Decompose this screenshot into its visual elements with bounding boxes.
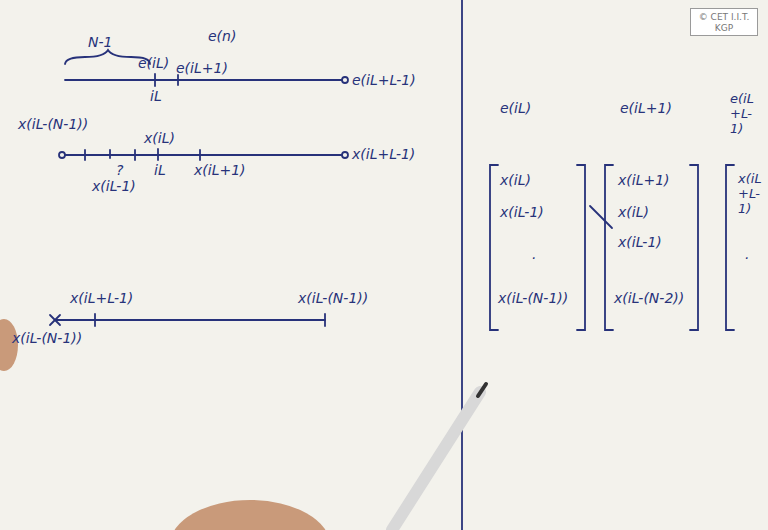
handwritten-label: x(iL+1) bbox=[618, 172, 670, 188]
handwritten-label: x(iL+1) bbox=[194, 162, 246, 178]
handwritten-label: x(iL) bbox=[618, 204, 649, 220]
handwritten-label: x(iL-1) bbox=[500, 204, 544, 220]
handwritten-label: x(iL) bbox=[500, 172, 531, 188]
handwritten-label: e(n) bbox=[208, 28, 236, 44]
handwritten-label: x(iL+L-1) bbox=[352, 146, 415, 162]
handwritten-label: x(iL-(N-1)) bbox=[18, 116, 88, 132]
handwritten-label: . bbox=[745, 246, 749, 262]
brace bbox=[65, 50, 150, 64]
pen bbox=[392, 392, 480, 530]
leader-line bbox=[590, 206, 612, 228]
handwritten-label: e(iL) bbox=[138, 55, 169, 71]
handwritten-label: x(iL) bbox=[144, 130, 175, 146]
error-time-axis bbox=[65, 79, 345, 81]
handwritten-label: e(iL+1) bbox=[176, 60, 228, 76]
handwritten-label: x(iL-(N-1)) bbox=[498, 290, 568, 306]
handwritten-label: x(iL+L-1) bbox=[738, 172, 764, 217]
handwritten-label: x(iL-1) bbox=[92, 178, 136, 194]
handwritten-label: iL bbox=[150, 88, 162, 104]
handwritten-label: N-1 bbox=[88, 34, 112, 50]
handwritten-label: x(iL-(N-2)) bbox=[614, 290, 684, 306]
handwritten-label: ? bbox=[116, 162, 123, 178]
handwritten-label: x(iL-1) bbox=[618, 234, 662, 250]
vector-bracket bbox=[490, 165, 498, 330]
input-time-axis bbox=[62, 154, 345, 156]
handwritten-label: x(iL-(N-1)) bbox=[12, 330, 82, 346]
handwritten-label: e(iL) bbox=[500, 100, 531, 116]
divider-line bbox=[461, 0, 463, 530]
hand bbox=[170, 500, 330, 530]
handwritten-label: e(iL+1) bbox=[620, 100, 672, 116]
handwritten-label: x(iL+L-1) bbox=[70, 290, 133, 306]
watermark-text: © CET I.I.T. KGP bbox=[696, 12, 752, 34]
handwritten-label: e(iL+L-1) bbox=[352, 72, 416, 88]
handwritten-label: e(iL+L-1) bbox=[730, 92, 764, 137]
handwritten-label: x(iL-(N-1)) bbox=[298, 290, 368, 306]
handwritten-label: . bbox=[532, 246, 536, 262]
handwritten-label: iL bbox=[154, 162, 166, 178]
watermark-box: © CET I.I.T. KGP bbox=[690, 8, 758, 36]
